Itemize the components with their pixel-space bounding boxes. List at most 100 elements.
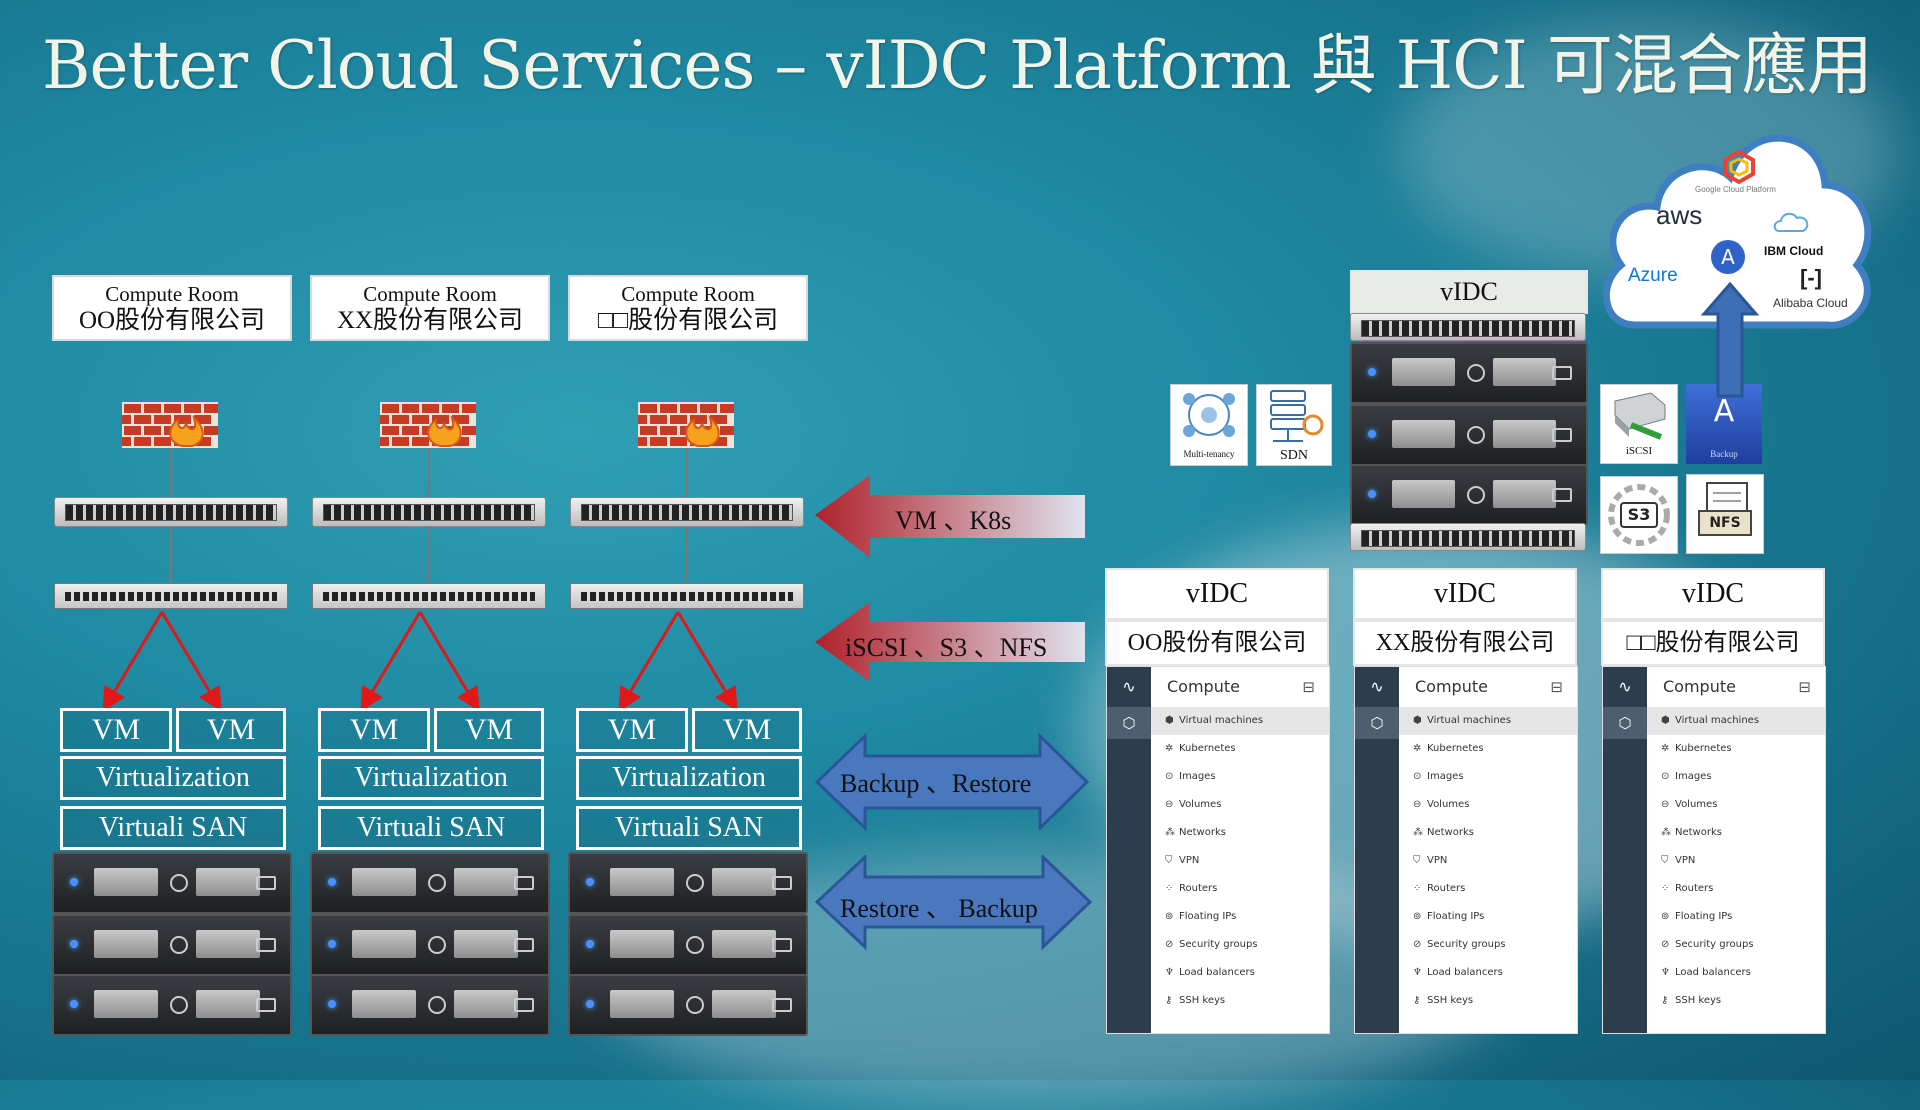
dashboard-header: Compute ⊟ — [1399, 667, 1577, 708]
menu-item[interactable]: ⛉ VPN — [1151, 847, 1329, 875]
menu-item-icon: ⊙ — [1165, 771, 1174, 782]
menu-item[interactable]: ⁘ Routers — [1399, 875, 1577, 903]
tenant-company: □□股份有限公司 — [1601, 620, 1825, 666]
menu-item[interactable]: ⊙Images — [1647, 763, 1825, 791]
menu-item-label: Floating IPs — [1179, 911, 1237, 922]
iscsi-drive-icon — [1614, 392, 1666, 440]
activity-icon[interactable]: ∿ — [1370, 677, 1384, 696]
menu-item[interactable]: ⚷SSH keys — [1399, 987, 1577, 1015]
room-company: OO股份有限公司 — [78, 307, 266, 334]
upload-arrow — [1700, 281, 1760, 398]
menu-item-label: Networks — [1675, 827, 1722, 838]
menu-item[interactable]: ⁘Routers — [1151, 875, 1329, 903]
virtualization-layer: Virtualization — [576, 756, 802, 800]
firewall-icon — [122, 402, 218, 448]
menu-item[interactable]: ⊚Floating IPs — [1399, 903, 1577, 931]
menu-item[interactable]: ⊙Images — [1399, 763, 1577, 791]
vm-box: VM — [318, 708, 430, 752]
menu-item[interactable]: ⊘Security groups — [1151, 931, 1329, 959]
cube-icon[interactable]: ⬡ — [1107, 707, 1151, 739]
menu-item[interactable]: ⛉VPN — [1647, 847, 1825, 875]
dashboard-menu: ⬢Virtual machines✲Kubernetes⊙Images⊖Volu… — [1399, 707, 1577, 1015]
iscsi-caption: iSCSI — [1625, 445, 1653, 457]
vidc-rack-label: vIDC — [1350, 270, 1588, 314]
backup-caption: Backup — [1710, 449, 1738, 459]
menu-item[interactable]: ⊘ Security groups — [1647, 931, 1825, 959]
menu-item-icon: ⁘ — [1413, 883, 1422, 894]
arrows-svg — [815, 475, 1090, 830]
compute-title: Compute — [1663, 677, 1736, 696]
menu-item[interactable]: ⬢Virtual machines — [1647, 707, 1825, 735]
menu-item-label: Kubernetes — [1675, 743, 1732, 754]
menu-item-label: Routers — [1427, 883, 1466, 894]
menu-item[interactable]: ⁘Routers — [1647, 875, 1825, 903]
menu-item-label: Networks — [1427, 827, 1474, 838]
menu-item[interactable]: ⊚Floating IPs — [1647, 903, 1825, 931]
menu-item[interactable]: ⬢Virtual machines — [1151, 707, 1329, 735]
menu-item-label: Kubernetes — [1179, 743, 1236, 754]
menu-item-icon: ⊙ — [1661, 771, 1670, 782]
activity-icon[interactable]: ∿ — [1122, 677, 1136, 696]
vsan-layer: Virtuali SAN — [60, 806, 286, 850]
menu-item[interactable]: ⊘Security groups — [1399, 931, 1577, 959]
collapse-icon[interactable]: ⊟ — [1302, 678, 1315, 696]
network-cable — [428, 448, 430, 498]
multi-tenancy-caption: Multi-tenancy — [1183, 449, 1235, 459]
menu-item-icon: ⊚ — [1661, 911, 1670, 922]
menu-item[interactable]: ♆Load balancers — [1399, 959, 1577, 987]
menu-item[interactable]: ⁂Networks — [1647, 819, 1825, 847]
menu-item[interactable]: ⬢Virtual machines — [1399, 707, 1577, 735]
multi-tenancy-icon — [1183, 393, 1235, 437]
menu-item[interactable]: ⛉VPN — [1399, 847, 1577, 875]
vsan-layer: Virtuali SAN — [318, 806, 544, 850]
menu-item-label: Virtual machines — [1179, 715, 1264, 726]
page-title: Better Cloud Services – vIDC Platform 與 … — [42, 27, 1873, 104]
menu-item-label: Security groups — [1675, 939, 1754, 950]
dashboard-header: Compute ⊟ — [1647, 667, 1825, 708]
menu-item-icon: ⊚ — [1165, 911, 1174, 922]
menu-item[interactable]: ⚷SSH keys — [1647, 987, 1825, 1015]
collapse-icon[interactable]: ⊟ — [1550, 678, 1563, 696]
menu-item[interactable]: ⊖Volumes — [1399, 791, 1577, 819]
restore-backup-label: Restore 、 Backup — [840, 894, 1038, 923]
s3-caption: S3 — [1627, 505, 1651, 524]
virtualization-layer: Virtualization — [318, 756, 544, 800]
public-cloud-shape — [1602, 134, 1872, 329]
access-switch — [312, 583, 546, 609]
firewall-icon — [638, 402, 734, 448]
menu-item[interactable]: ✲Kubernetes — [1647, 735, 1825, 763]
menu-item[interactable]: ⊖Volumes — [1647, 791, 1825, 819]
menu-item-label: Networks — [1179, 827, 1226, 838]
menu-item-label: Virtual machines — [1427, 715, 1512, 726]
menu-item[interactable]: ⚷SSH keys — [1151, 987, 1329, 1015]
menu-item[interactable]: ✲Kubernetes — [1151, 735, 1329, 763]
menu-item-label: VPN — [1179, 855, 1200, 866]
cube-icon[interactable]: ⬡ — [1603, 707, 1647, 739]
nfs-caption: NFS — [1709, 515, 1741, 531]
menu-item-icon: ⛉ — [1165, 855, 1173, 866]
menu-item[interactable]: ⊙Images — [1151, 763, 1329, 791]
vidc-switch-bottom — [1350, 523, 1586, 551]
ibm-label: IBM Cloud — [1764, 244, 1824, 258]
menu-item-label: SSH keys — [1179, 995, 1226, 1006]
vm-box: VM — [176, 708, 286, 752]
menu-item[interactable]: ⁂Networks — [1151, 819, 1329, 847]
dashboard-rail: ∿ ⬡ — [1107, 667, 1151, 1033]
menu-item-label: Routers — [1675, 883, 1714, 894]
vm-links — [618, 611, 738, 708]
menu-item-icon: ⊘ — [1661, 939, 1670, 950]
menu-item[interactable]: ⊚ Floating IPs — [1151, 903, 1329, 931]
collapse-icon[interactable]: ⊟ — [1798, 678, 1811, 696]
activity-icon[interactable]: ∿ — [1618, 677, 1632, 696]
server-unit — [568, 852, 808, 914]
acronis-cloud-icon: A — [1711, 240, 1745, 274]
network-cable — [170, 527, 172, 583]
menu-item[interactable]: ♆Load balancers — [1647, 959, 1825, 987]
menu-item[interactable]: ♆Load balancers — [1151, 959, 1329, 987]
cube-icon[interactable]: ⬡ — [1355, 707, 1399, 739]
menu-item[interactable]: ⊖Volumes — [1151, 791, 1329, 819]
backup-restore-label: Backup 、Restore — [840, 769, 1032, 798]
menu-item[interactable]: ⁂Networks — [1399, 819, 1577, 847]
menu-item[interactable]: ✲Kubernetes — [1399, 735, 1577, 763]
acronis-icon: A — [1713, 394, 1735, 429]
